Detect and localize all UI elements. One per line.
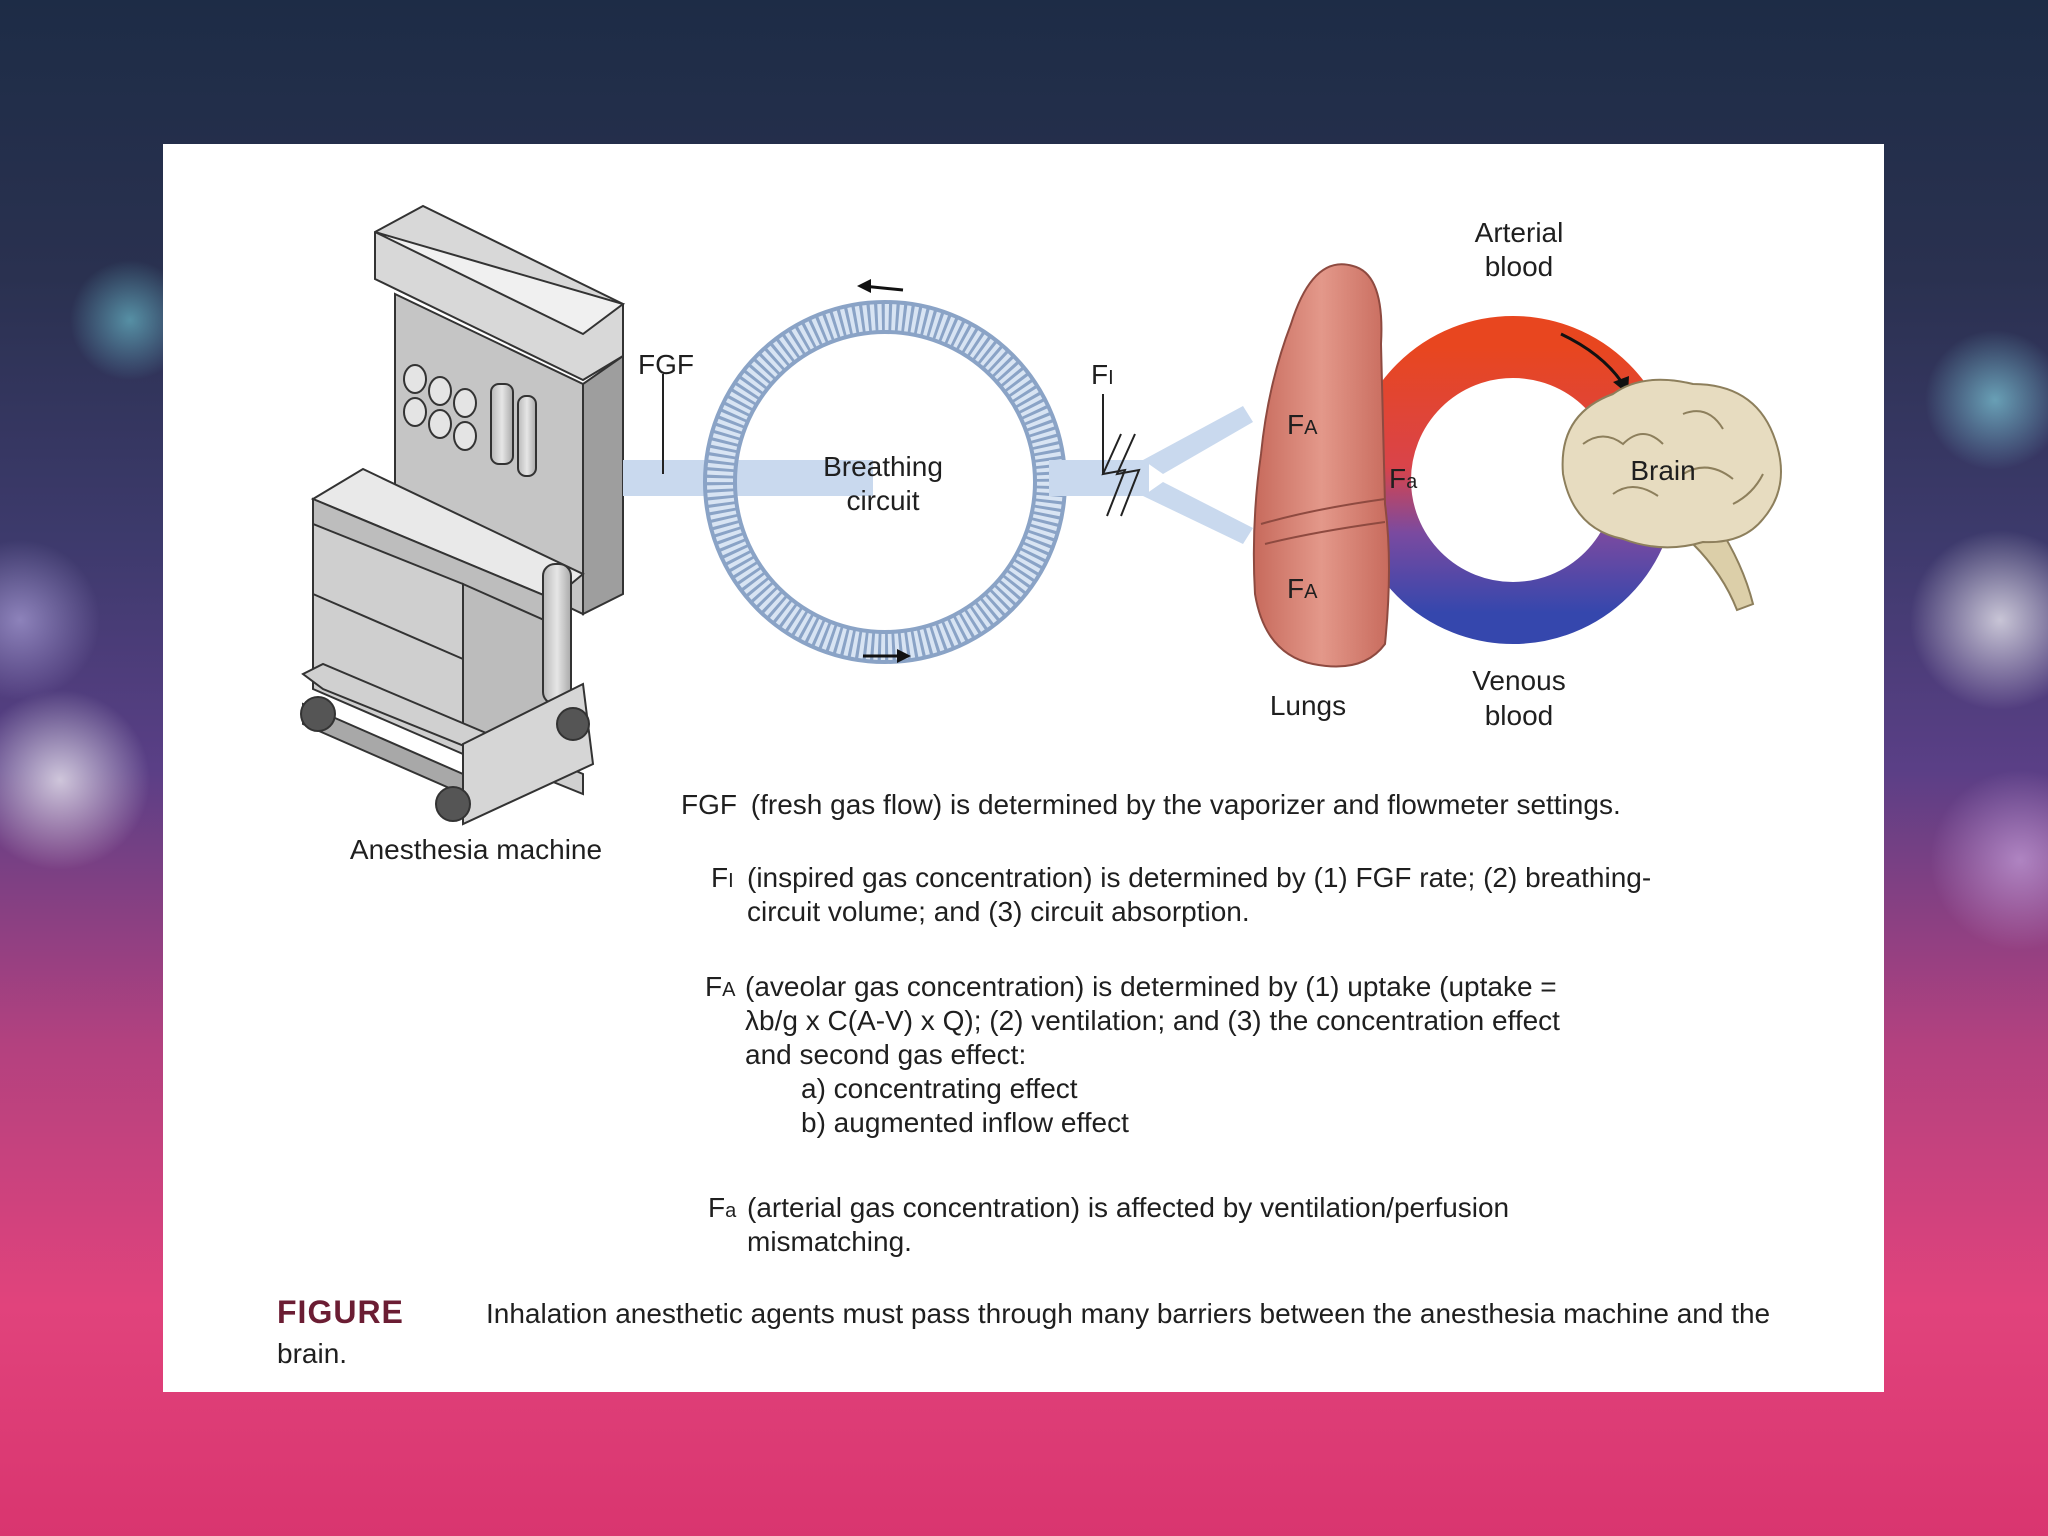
lungs-label: Lungs <box>1270 690 1346 721</box>
breathing-circuit-label-line1: Breathing <box>823 451 943 482</box>
lungs-illustration <box>1252 263 1390 668</box>
definition-fa-item-b: b) augmented inflow effect <box>801 1107 1129 1138</box>
definition-fa-arterial-term-main: F <box>708 1192 726 1223</box>
definition-fi-term: FI <box>711 861 734 898</box>
fa-upper-lung-label: FA <box>1287 409 1318 440</box>
definition-fa-term-main: F <box>705 971 723 1002</box>
fi-label: FI <box>1091 359 1114 390</box>
definition-fa-item-a: a) concentrating effect <box>801 1073 1078 1104</box>
anesthesia-machine-illustration <box>300 204 626 826</box>
definition-fgf-text: (fresh gas flow) is determined by the va… <box>750 789 1621 820</box>
fa-arterial-ring-sub: a <box>1406 471 1418 493</box>
arterial-blood-label-line1: Arterial <box>1475 217 1564 248</box>
figure-panel: Anesthesia machine FGF Breathing circuit… <box>163 144 1884 1392</box>
anesthesia-diagram: Anesthesia machine FGF Breathing circuit… <box>300 204 1782 865</box>
definition-fa-arterial-line1: (arterial gas concentration) is affected… <box>747 1192 1510 1223</box>
definition-fi-line1: (inspired gas concentration) is determin… <box>747 862 1652 893</box>
caption-text: Inhalation anesthetic agents must pass t… <box>277 1298 1771 1369</box>
definition-fa-arterial-term: Fa <box>708 1191 736 1228</box>
definition-fa-term-sub: A <box>722 979 736 1001</box>
definition-fa-line2: λb/g x C(A-V) x Q); (2) ventilation; and… <box>745 1005 1560 1036</box>
definition-fi-line2: circuit volume; and (3) circuit absorpti… <box>747 896 1250 927</box>
fa-arterial-ring-label: Fa <box>1389 463 1418 494</box>
venous-blood-label-line1: Venous <box>1472 665 1565 696</box>
fa-lower-lung-sub: A <box>1304 581 1318 603</box>
fi-label-sub: I <box>1108 367 1114 389</box>
definition-fa-line3: and second gas effect: <box>745 1039 1027 1070</box>
caption-figure-label: FIGURE <box>277 1294 404 1330</box>
definition-fa-arterial-line2: mismatching. <box>747 1226 912 1257</box>
venous-blood-label-line2: blood <box>1485 700 1554 731</box>
definition-fi-term-sub: I <box>728 870 734 892</box>
definition-fgf: FGF (fresh gas flow) is determined by th… <box>681 788 1621 822</box>
fa-lower-lung-label: FA <box>1287 573 1318 604</box>
definition-fi-term-main: F <box>711 862 729 893</box>
anesthesia-machine-label: Anesthesia machine <box>350 834 602 865</box>
arterial-blood-label-line2: blood <box>1485 251 1554 282</box>
fi-label-main: F <box>1091 359 1108 390</box>
fgf-label: FGF <box>638 349 694 380</box>
breathing-circuit-label-line2: circuit <box>846 485 919 516</box>
definition-fa-term: FA <box>705 970 735 1007</box>
definition-fa-line1: (aveolar gas concentration) is determine… <box>745 971 1557 1002</box>
definition-fgf-term: FGF <box>681 789 737 820</box>
definition-fa-arterial-term-sub: a <box>725 1200 737 1222</box>
brain-label: Brain <box>1630 455 1695 486</box>
fa-upper-lung-sub: A <box>1304 417 1318 439</box>
breathing-circuit-tube <box>623 279 1253 664</box>
fa-arterial-ring-main: F <box>1389 463 1406 494</box>
fa-lower-lung-main: F <box>1287 573 1304 604</box>
brain-illustration <box>1561 378 1782 612</box>
fa-upper-lung-main: F <box>1287 409 1304 440</box>
